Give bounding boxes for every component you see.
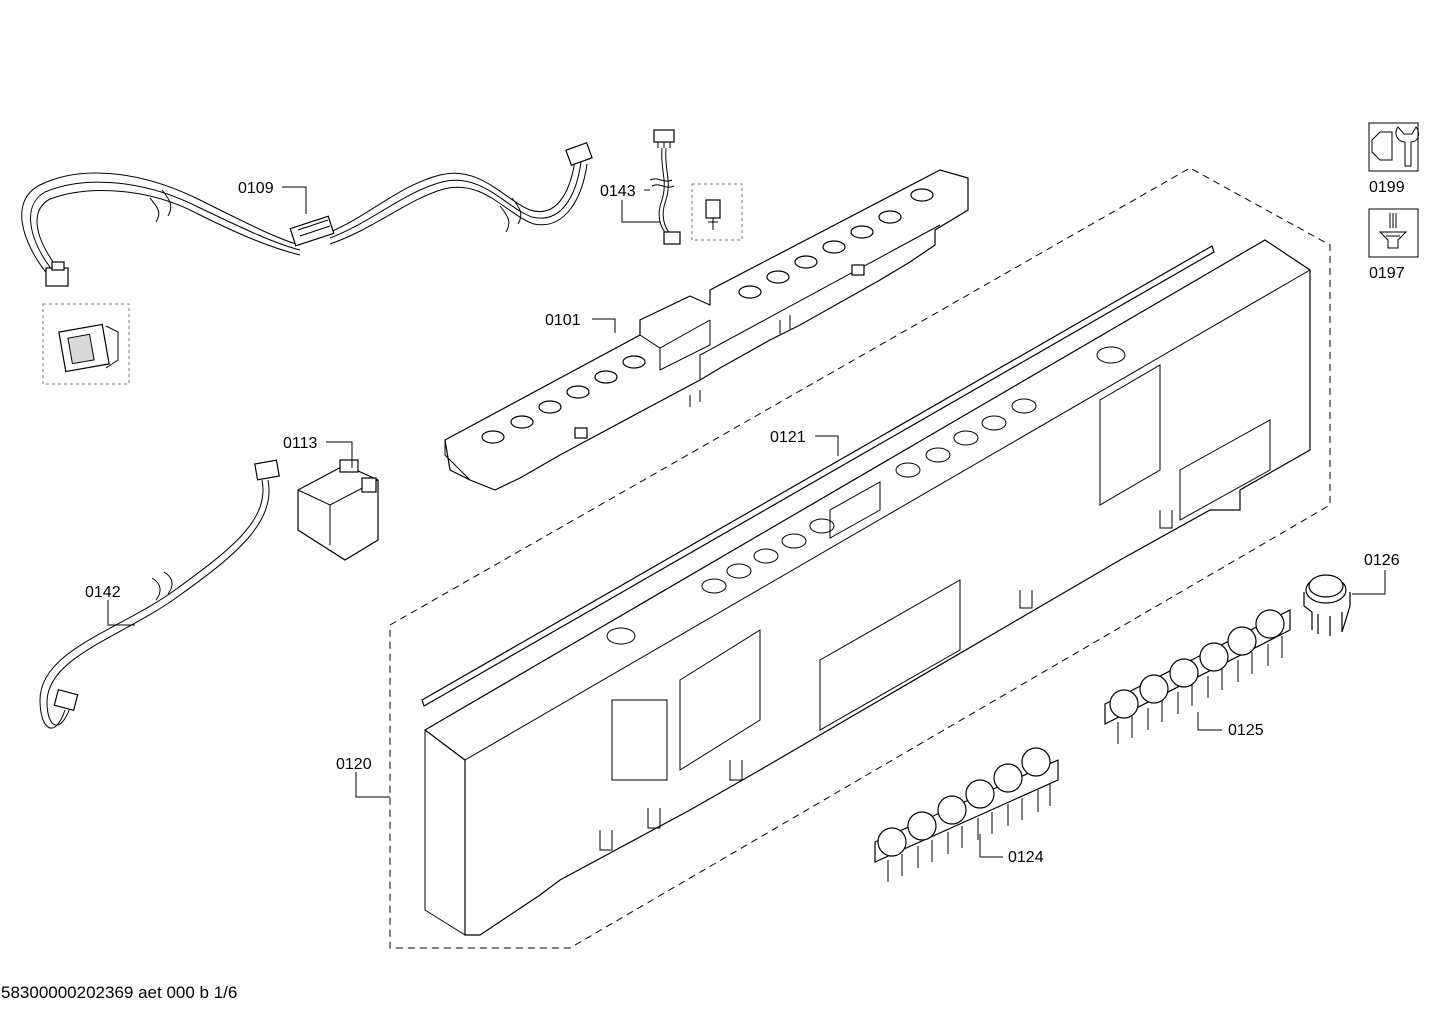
- part-0113-connector-block: [297, 459, 379, 561]
- label-0197: 0197: [1369, 265, 1405, 282]
- label-0143: 0143: [600, 183, 636, 200]
- label-0125: 0125: [1228, 722, 1264, 739]
- part-0101-control-module: [444, 169, 969, 491]
- label-0101: 0101: [545, 312, 581, 329]
- button-row-caps-upper: [1109, 609, 1285, 719]
- part-0109-wiring-harness: [21, 141, 593, 385]
- part-0143-sensor-cable: [649, 129, 743, 245]
- part-0126-button-cap: [1303, 574, 1351, 636]
- label-0199: 0199: [1369, 179, 1405, 196]
- part-0125-button-row: [1104, 609, 1291, 744]
- housing-button-holes-left: [701, 518, 835, 594]
- housing-button-holes-right: [895, 398, 1037, 478]
- document-id-footer: 58300000202369 aet 000 b 1/6: [1, 983, 237, 1002]
- part-labels: 0109 0143 0101 0113 0142 0121 0120 0126 …: [85, 180, 1400, 866]
- tool-icon-0197: 0197: [1368, 208, 1419, 282]
- wrench-nut-icon: [1368, 122, 1419, 172]
- label-0109: 0109: [238, 180, 274, 197]
- part-0121-trim-strip: [421, 245, 1215, 707]
- label-0120: 0120: [336, 756, 372, 773]
- label-0126: 0126: [1364, 552, 1400, 569]
- label-0113: 0113: [283, 435, 318, 452]
- pcb-buttons-right: [738, 188, 934, 299]
- button-row-caps-lower: [877, 747, 1051, 857]
- leader-lines: [107, 186, 1386, 858]
- part-0124-button-row: [874, 747, 1059, 882]
- pcb-buttons-left: [481, 355, 646, 444]
- tool-icon-0199: 0199: [1368, 122, 1419, 196]
- part-0142-wiring-harness: [39, 459, 280, 729]
- part-0120-control-panel: [423, 239, 1311, 936]
- label-0121: 0121: [770, 429, 806, 446]
- screwdriver-icon: [1368, 208, 1419, 258]
- label-0142: 0142: [85, 584, 121, 601]
- label-0124: 0124: [1008, 849, 1044, 866]
- assembly-0120-boundary: [389, 167, 1331, 949]
